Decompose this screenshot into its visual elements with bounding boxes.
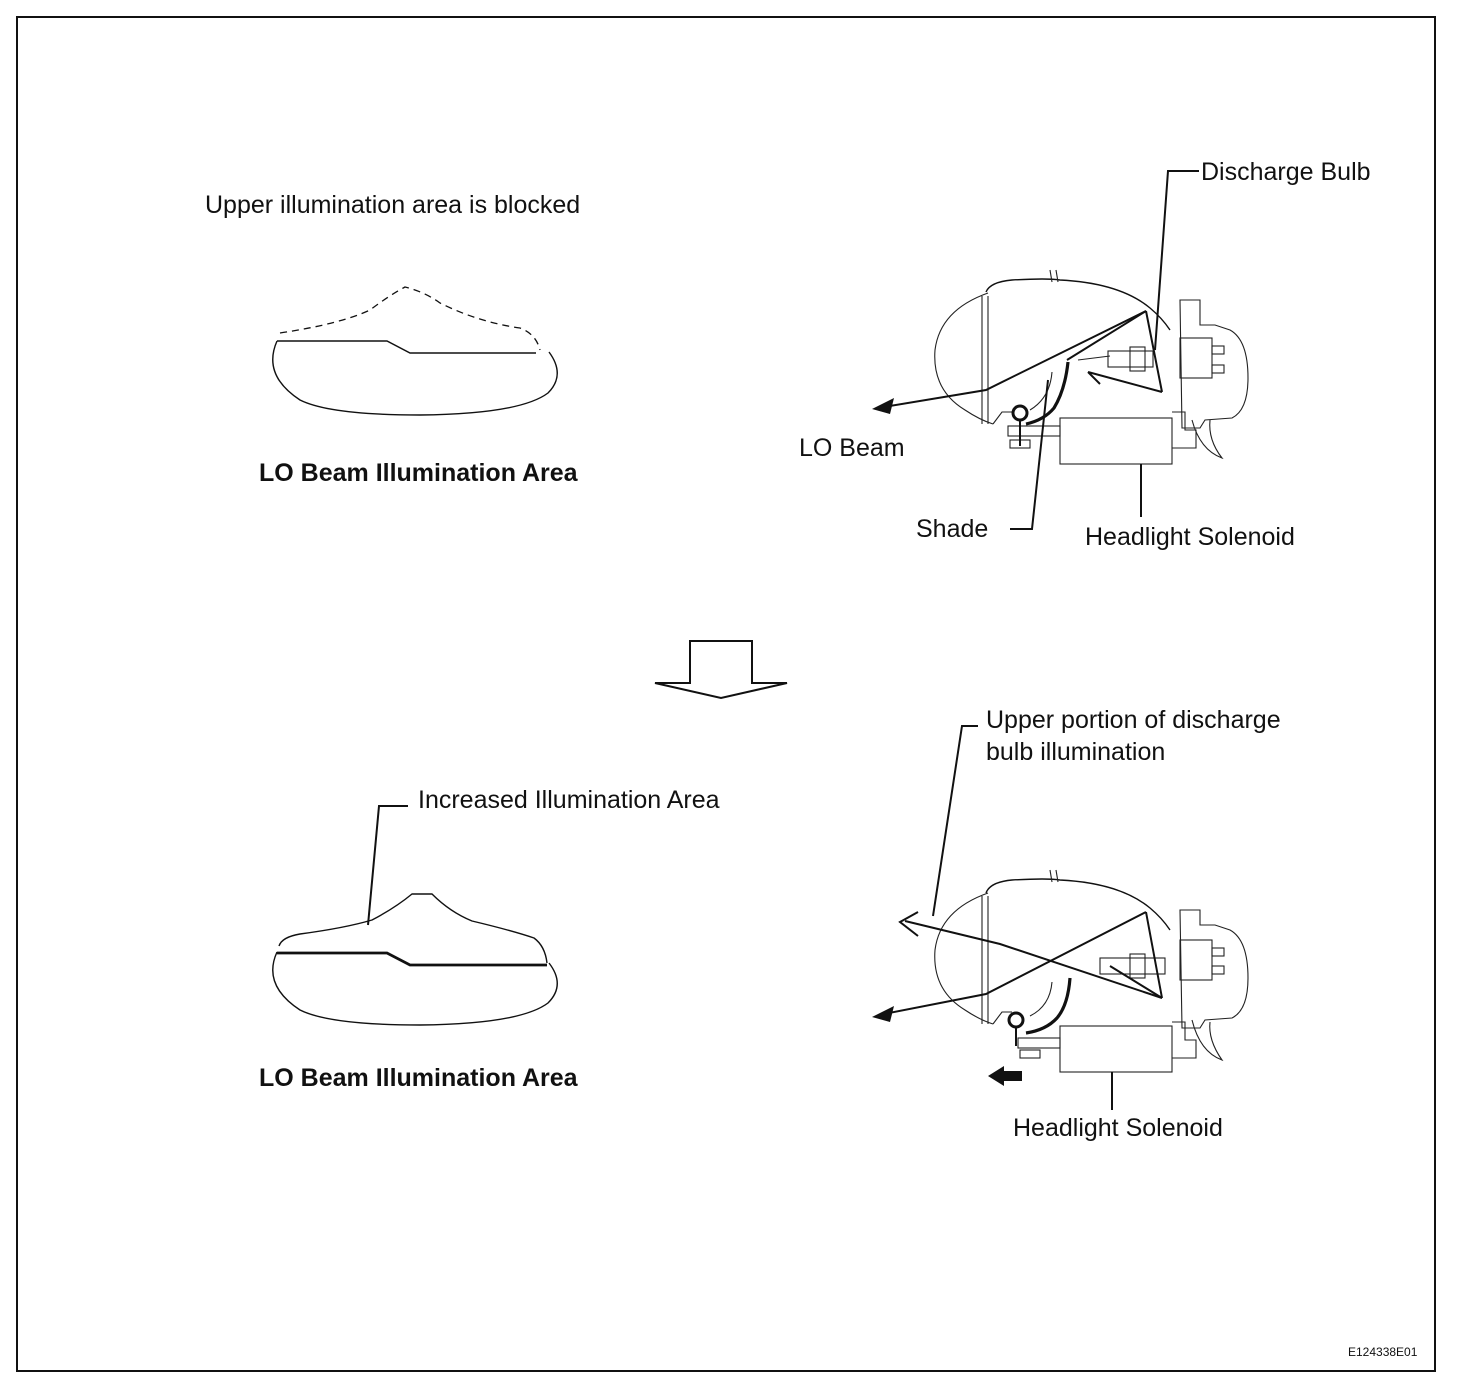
shade-label: Shade — [916, 515, 989, 543]
upper-portion-label-line1: Upper portion of discharge — [986, 706, 1281, 734]
shade — [1025, 361, 1070, 426]
shade-leader — [1010, 379, 1049, 530]
upper-portion-leader — [932, 725, 978, 917]
blocked-upper-area-outline — [279, 286, 541, 351]
upper-blocked-label: Upper illumination area is blocked — [205, 191, 581, 219]
solenoid-label-bottom: Headlight Solenoid — [1013, 1114, 1223, 1142]
lo-beam-ray — [883, 310, 1147, 408]
increased-area-outline — [278, 893, 548, 964]
upper-portion-ray — [904, 920, 1163, 999]
discharge-bulb-leader — [1154, 170, 1199, 351]
figure-frame — [16, 16, 1436, 1372]
left-arrow-icon — [988, 1066, 1022, 1086]
lo-beam-label: LO Beam — [799, 434, 905, 462]
area-title-top: LO Beam Illumination Area — [259, 459, 578, 487]
area-title-bottom: LO Beam Illumination Area — [259, 1064, 578, 1092]
lo-beam-ray-bottom — [883, 911, 1147, 1015]
upper-portion-label-line2: bulb illumination — [986, 738, 1166, 766]
increased-area-label: Increased Illumination Area — [418, 786, 720, 814]
discharge-bulb-label: Discharge Bulb — [1201, 158, 1371, 186]
headlight-assembly-bottom — [872, 725, 1249, 1110]
solenoid-label-top: Headlight Solenoid — [1085, 523, 1295, 551]
increased-area-leader — [367, 805, 408, 926]
illumination-area-increased — [272, 805, 558, 1026]
headlight-assembly-top — [872, 170, 1249, 530]
illumination-area-blocked — [272, 286, 558, 416]
figure-code: E124338E01 — [1348, 1345, 1418, 1359]
down-arrow-icon — [654, 640, 788, 700]
